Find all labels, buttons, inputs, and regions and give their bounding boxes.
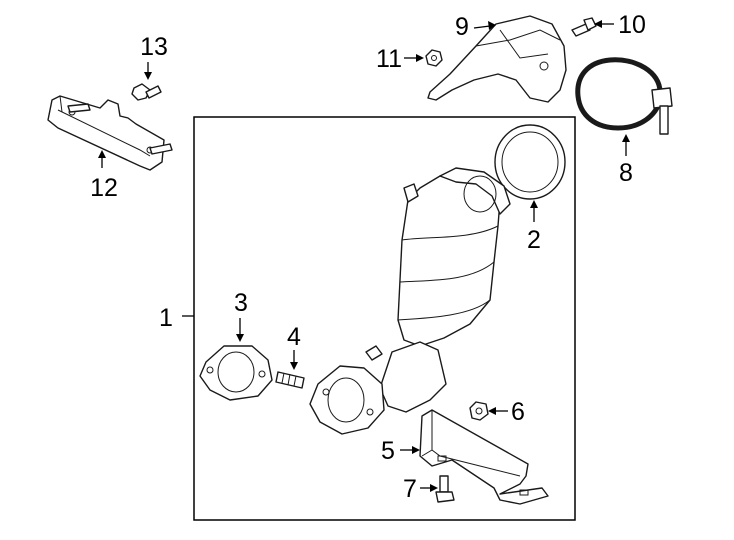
part-6-nut [469,401,489,421]
callout-5: 5 [381,437,395,465]
callout-4: 4 [287,323,301,351]
callout-8: 8 [619,159,633,187]
part-4-stud [275,371,305,389]
part-2-gasket [494,124,566,200]
callout-11: 11 [376,45,402,73]
part-13-bolt [131,83,162,101]
part-8-clamp [575,57,673,135]
callout-1: 1 [159,304,173,332]
callout-6: 6 [511,398,525,426]
leader-lines [98,20,630,492]
callout-9: 9 [455,13,469,41]
part-9-heat-shield [427,15,567,103]
callout-12: 12 [90,174,118,202]
part-5-bracket [419,409,549,505]
callout-7: 7 [403,475,417,503]
callout-13: 13 [140,33,168,61]
part-10-bolt [571,17,597,37]
part-1-catalytic-converter [309,167,511,435]
callout-10: 10 [618,11,646,39]
part-12-bracket [47,95,173,171]
part-11-nut [425,49,443,67]
assembly-frame [193,116,576,521]
callout-3: 3 [234,289,248,317]
part-3-gasket [199,345,273,401]
callout-2: 2 [527,226,541,254]
part-7-bolt [435,475,455,503]
